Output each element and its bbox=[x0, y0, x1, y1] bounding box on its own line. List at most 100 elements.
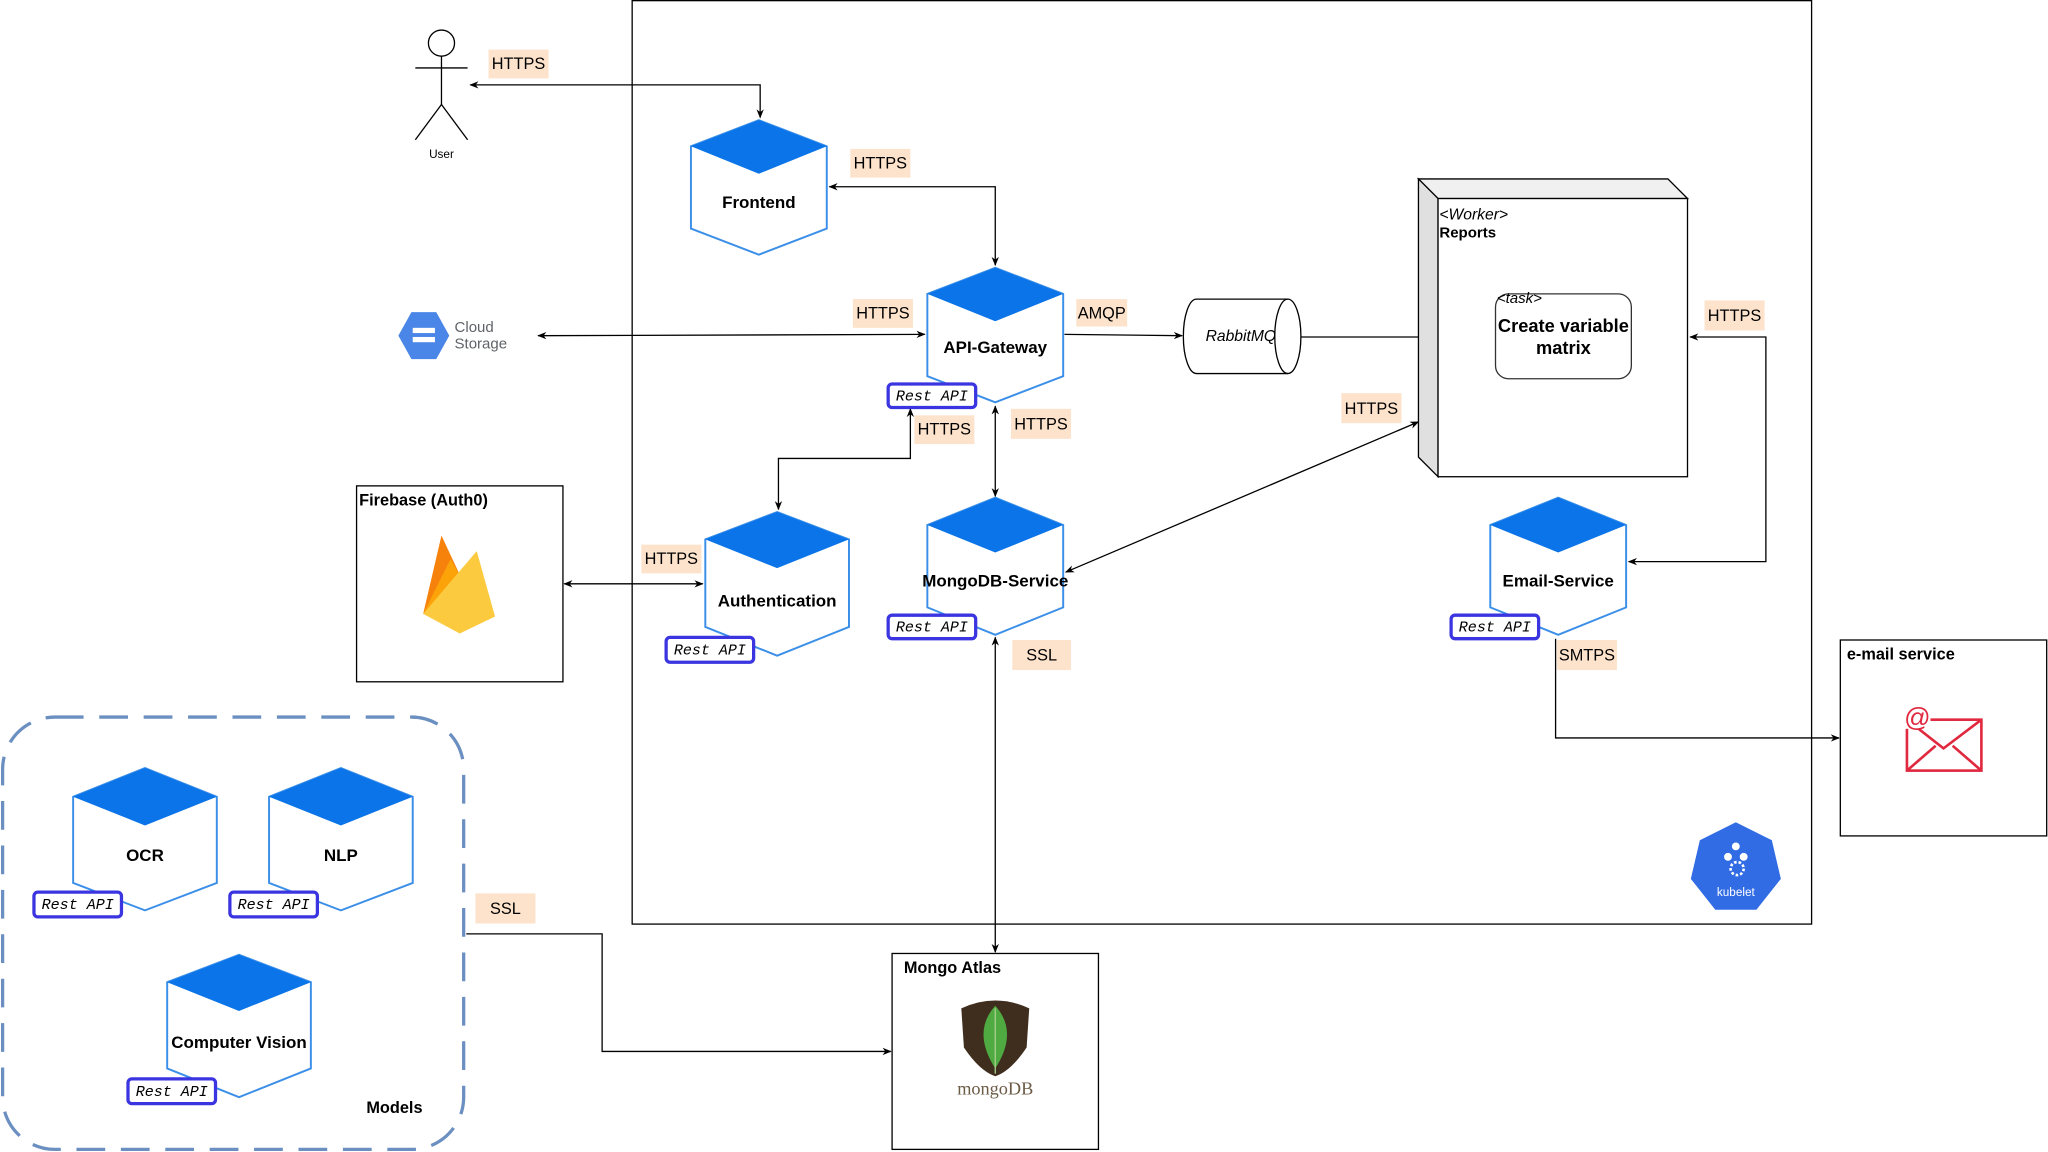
label-ssl-models: SSL bbox=[475, 893, 536, 924]
worker-email-connector bbox=[1627, 333, 1767, 566]
mongodb-logo-text: mongoDB bbox=[957, 1079, 1033, 1099]
cluster-boundary bbox=[631, 0, 1813, 925]
task-title-2: matrix bbox=[1536, 337, 1592, 358]
hexagon-top-icon bbox=[269, 768, 413, 826]
svg-text:SSL: SSL bbox=[490, 900, 521, 918]
frontend-service[interactable]: Frontend bbox=[689, 119, 828, 256]
hexagon-top-icon bbox=[927, 497, 1064, 553]
svg-text:Rest API: Rest API bbox=[238, 896, 310, 914]
mongo-worker-connector bbox=[1064, 421, 1420, 573]
hexagon-top-icon bbox=[705, 512, 849, 569]
rest-api-badge-ocr: Rest API bbox=[32, 890, 124, 919]
mongo-atlas-box[interactable]: Mongo Atlas mongoDB bbox=[891, 952, 1100, 1151]
label-https-user: HTTPS bbox=[488, 49, 549, 79]
svg-text:Rest API: Rest API bbox=[896, 387, 968, 405]
email-envelope-icon: @ bbox=[1904, 702, 1983, 772]
svg-text:NLP: NLP bbox=[324, 846, 358, 865]
svg-text:Rest API: Rest API bbox=[674, 641, 746, 659]
svg-text:Authentication: Authentication bbox=[718, 591, 837, 610]
cloud-storage[interactable]: Cloud Storage bbox=[398, 312, 508, 360]
label-https-email: HTTPS bbox=[1704, 300, 1765, 331]
task-title-1: Create variable bbox=[1498, 315, 1629, 336]
svg-text:HTTPS: HTTPS bbox=[1014, 415, 1068, 433]
svg-text:Rest API: Rest API bbox=[42, 896, 114, 914]
mongo-atlas-title: Mongo Atlas bbox=[904, 959, 1001, 977]
cloud-storage-label-1: Cloud bbox=[455, 319, 494, 336]
hexagon-top-icon bbox=[73, 768, 217, 826]
authentication-service[interactable]: Authentication bbox=[704, 510, 850, 657]
svg-text:Computer Vision: Computer Vision bbox=[171, 1033, 306, 1052]
hexagon-top-icon bbox=[167, 954, 311, 1011]
mongodb-leaf-icon bbox=[961, 1000, 1030, 1077]
user-label: User bbox=[429, 148, 454, 161]
hexagon-top-icon bbox=[690, 120, 827, 174]
task-box[interactable] bbox=[1494, 293, 1632, 380]
firebase-title: Firebase (Auth0) bbox=[359, 491, 488, 509]
svg-text:HTTPS: HTTPS bbox=[645, 550, 699, 568]
api-gateway-service[interactable]: API-Gateway bbox=[926, 266, 1065, 404]
gateway-rabbitmq-connector bbox=[1064, 331, 1183, 340]
kubelet-label: kubelet bbox=[1717, 886, 1756, 899]
svg-text:AMQP: AMQP bbox=[1078, 304, 1126, 322]
rabbitmq-label: RabbitMQ bbox=[1206, 328, 1276, 345]
label-https-storage: HTTPS bbox=[852, 299, 913, 328]
svg-text:Frontend: Frontend bbox=[722, 193, 796, 212]
user-actor bbox=[414, 29, 469, 141]
svg-text:SMTPS: SMTPS bbox=[1559, 647, 1615, 665]
svg-text:SSL: SSL bbox=[1026, 647, 1057, 665]
email-smtp-connector bbox=[1554, 638, 1840, 742]
worker-name: Reports bbox=[1439, 225, 1496, 242]
computer-vision-model[interactable]: Computer Vision bbox=[166, 953, 312, 1099]
ocr-model[interactable]: OCR bbox=[72, 766, 218, 912]
label-https-frontend: HTTPS bbox=[850, 148, 911, 178]
hexagon-top-icon bbox=[1490, 497, 1627, 553]
worker-reports-node[interactable]: <Worker> Reports <task> Create variable … bbox=[1416, 177, 1690, 479]
svg-text:HTTPS: HTTPS bbox=[918, 421, 972, 439]
rest-api-badge-mongo: Rest API bbox=[886, 613, 978, 641]
email-service-title: e-mail service bbox=[1847, 646, 1955, 664]
label-amqp: AMQP bbox=[1076, 299, 1128, 327]
svg-text:API-Gateway: API-Gateway bbox=[943, 338, 1047, 357]
storage-gateway-connector bbox=[537, 330, 926, 340]
email-service[interactable]: Email-Service bbox=[1489, 496, 1628, 636]
svg-text:HTTPS: HTTPS bbox=[856, 304, 910, 322]
connectors bbox=[466, 81, 1840, 1056]
label-https-firebase: HTTPS bbox=[641, 544, 702, 574]
models-atlas-connector bbox=[466, 933, 892, 1056]
user-frontend-connector bbox=[469, 81, 764, 119]
svg-text:HTTPS: HTTPS bbox=[492, 55, 546, 73]
gateway-auth-connector bbox=[774, 407, 915, 511]
svg-text:Rest API: Rest API bbox=[1459, 619, 1531, 637]
cloud-storage-label-2: Storage bbox=[455, 336, 508, 353]
worker-stereotype: <Worker> bbox=[1439, 206, 1508, 223]
label-https-auth: HTTPS bbox=[914, 415, 975, 445]
label-ssl-atlas: SSL bbox=[1012, 640, 1072, 671]
models-title: Models bbox=[366, 1099, 422, 1117]
svg-text:Rest API: Rest API bbox=[896, 619, 968, 637]
firebase-box[interactable]: Firebase (Auth0) bbox=[355, 485, 564, 683]
label-https-mongo: HTTPS bbox=[1010, 408, 1072, 439]
label-https-worker: HTTPS bbox=[1341, 393, 1402, 424]
rest-api-badge-gateway: Rest API bbox=[886, 382, 978, 410]
rest-api-badge-nlp: Rest API bbox=[228, 890, 320, 919]
svg-text:Email-Service: Email-Service bbox=[1503, 572, 1614, 591]
svg-text:Rest API: Rest API bbox=[136, 1083, 208, 1101]
svg-text:OCR: OCR bbox=[126, 846, 164, 865]
svg-text:HTTPS: HTTPS bbox=[1708, 307, 1762, 325]
rabbitmq-queue[interactable]: RabbitMQ bbox=[1182, 298, 1302, 375]
svg-text:HTTPS: HTTPS bbox=[1345, 400, 1399, 418]
svg-text:MongoDB-Service: MongoDB-Service bbox=[922, 572, 1068, 591]
nlp-model[interactable]: NLP bbox=[268, 766, 414, 912]
rest-api-badge-cv: Rest API bbox=[126, 1077, 218, 1106]
mongodb-service[interactable]: MongoDB-Service bbox=[922, 496, 1068, 636]
label-smtps: SMTPS bbox=[1556, 640, 1617, 671]
email-service-box[interactable]: e-mail service @ bbox=[1839, 639, 2048, 837]
rest-api-badge-email: Rest API bbox=[1449, 613, 1541, 641]
models-group bbox=[0, 715, 466, 1152]
hexagon-top-icon bbox=[927, 267, 1064, 322]
svg-text:HTTPS: HTTPS bbox=[854, 154, 908, 172]
frontend-gateway-connector bbox=[828, 183, 999, 267]
firebase-flame-icon bbox=[423, 535, 496, 634]
cloud-storage-icon bbox=[398, 312, 450, 360]
